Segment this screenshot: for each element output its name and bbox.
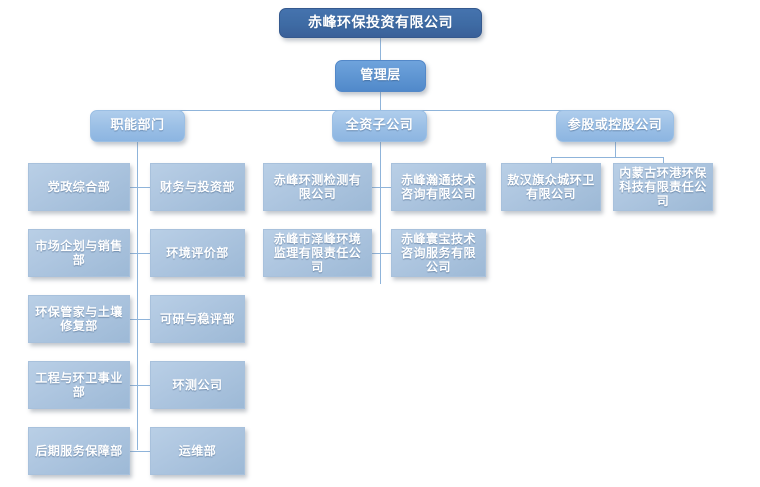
leaf-node[interactable]: 内蒙古环港环保科技有限责任公司 (613, 163, 713, 211)
root-node-company[interactable]: 赤峰环保投资有限公司 (279, 8, 482, 38)
connector-holding-bracket (551, 157, 664, 158)
connector-functional-rung-1 (130, 187, 150, 188)
leaf-node-label: 工程与环卫事业部 (35, 370, 123, 399)
leaf-node[interactable]: 赤峰市泽峰环境监理有限责任公司 (263, 229, 372, 277)
leaf-node[interactable]: 敖汉旗众城环卫有限公司 (501, 163, 601, 211)
connector-functional-spine (137, 142, 138, 450)
connector-subsidiary-spine (380, 142, 381, 284)
leaf-node[interactable]: 环境评价部 (150, 229, 245, 277)
leaf-node-label: 赤峰寰宝技术咨询服务有限公司 (400, 231, 476, 275)
connector-functional-rung-4 (130, 385, 150, 386)
leaf-node-label: 环境评价部 (166, 245, 229, 260)
connector-subsidiary-rung-1 (372, 187, 392, 188)
group-header-functional-departments[interactable]: 职能部门 (90, 110, 185, 142)
leaf-node[interactable]: 党政综合部 (28, 163, 130, 211)
leaf-node[interactable]: 环保管家与土壤修复部 (28, 295, 130, 343)
leaf-node[interactable]: 可研与稳评部 (150, 295, 245, 343)
leaf-node[interactable]: 财务与投资部 (150, 163, 245, 211)
connector-functional-rung-5 (130, 451, 150, 452)
leaf-node[interactable]: 赤峰寰宝技术咨询服务有限公司 (391, 229, 486, 277)
leaf-node[interactable]: 赤峰环测检测有限公司 (263, 163, 372, 211)
leaf-node[interactable]: 工程与环卫事业部 (28, 361, 130, 409)
leaf-node[interactable]: 后期服务保障部 (28, 427, 130, 475)
leaf-node-label: 后期服务保障部 (35, 443, 123, 458)
connector-subsidiary-rung-2 (372, 253, 392, 254)
group-header-wholly-owned-subsidiaries[interactable]: 全资子公司 (332, 110, 427, 142)
group-header-label: 参股或控股公司 (567, 118, 663, 134)
management-node[interactable]: 管理层 (335, 60, 426, 92)
leaf-node-label: 赤峰环测检测有限公司 (273, 172, 362, 201)
leaf-node-label: 内蒙古环港环保科技有限责任公司 (619, 165, 707, 209)
connector-management-down (380, 92, 381, 110)
management-node-label: 管理层 (360, 68, 401, 84)
group-header-label: 全资子公司 (345, 118, 414, 134)
leaf-node[interactable]: 赤峰瀚通技术咨询有限公司 (391, 163, 486, 211)
connector-root-to-management (380, 38, 381, 60)
leaf-node[interactable]: 环测公司 (150, 361, 245, 409)
leaf-node-label: 市场企划与销售部 (35, 238, 123, 267)
connector-holding-to-left (551, 157, 552, 164)
leaf-node-label: 赤峰市泽峰环境监理有限责任公司 (273, 231, 362, 275)
root-node-label: 赤峰环保投资有限公司 (308, 14, 453, 31)
leaf-node[interactable]: 运维部 (150, 427, 245, 475)
leaf-node-label: 环保管家与土壤修复部 (35, 304, 123, 333)
connector-functional-rung-3 (130, 319, 150, 320)
leaf-node-label: 环测公司 (172, 377, 223, 392)
connector-functional-rung-2 (130, 253, 150, 254)
leaf-node-label: 敖汉旗众城环卫有限公司 (507, 172, 595, 201)
leaf-node-label: 党政综合部 (47, 179, 111, 194)
leaf-node-label: 赤峰瀚通技术咨询有限公司 (400, 172, 476, 201)
leaf-node[interactable]: 市场企划与销售部 (28, 229, 130, 277)
leaf-node-label: 财务与投资部 (159, 179, 235, 194)
leaf-node-label: 运维部 (178, 443, 217, 458)
connector-holding-to-right (663, 157, 664, 164)
group-header-affiliated-or-holding-companies[interactable]: 参股或控股公司 (556, 110, 674, 142)
leaf-node-label: 可研与稳评部 (159, 311, 235, 326)
connector-holding-drop (615, 142, 616, 157)
group-header-label: 职能部门 (110, 118, 165, 134)
